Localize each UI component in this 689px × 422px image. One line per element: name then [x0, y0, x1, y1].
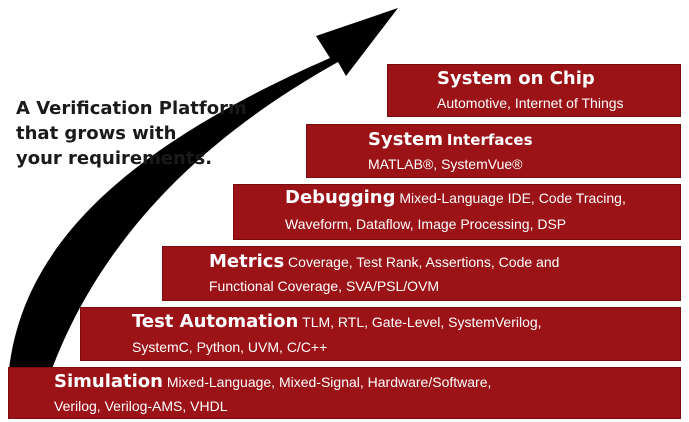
- step-description-line-2: SystemC, Python, UVM, C/C++: [132, 339, 328, 355]
- tagline-line-3: your requirements.: [16, 148, 213, 169]
- step-title-line: Debugging Mixed-Language IDE, Code Traci…: [285, 189, 626, 207]
- step-description: MATLAB®, SystemVue®: [368, 156, 523, 172]
- tagline-line-2: that grows with: [16, 123, 177, 144]
- step-description-line-2: Functional Coverage, SVA/PSL/OVM: [209, 278, 440, 294]
- step-metrics: Metrics Coverage, Test Rank, Assertions,…: [162, 246, 681, 301]
- step-description-line-1: TLM, RTL, Gate-Level, SystemVerilog,: [302, 314, 542, 330]
- tagline: A Verification Platform that grows with …: [16, 96, 266, 171]
- step-description-line-1: Mixed-Language IDE, Code Tracing,: [399, 190, 626, 206]
- step-title-line: Simulation Mixed-Language, Mixed-Signal,…: [54, 373, 491, 391]
- step-title-suffix: Interfaces: [446, 131, 533, 149]
- step-title: System on Chip: [437, 68, 595, 89]
- step-title: Simulation: [54, 371, 163, 392]
- step-test-automation: Test Automation TLM, RTL, Gate-Level, Sy…: [80, 307, 681, 361]
- step-title: Test Automation: [132, 311, 299, 332]
- step-description: Automotive, Internet of Things: [437, 95, 624, 111]
- step-title-line: Test Automation TLM, RTL, Gate-Level, Sy…: [132, 313, 542, 331]
- step-description-line-1: Mixed-Language, Mixed-Signal, Hardware/S…: [166, 374, 492, 390]
- step-title: System: [368, 129, 443, 150]
- step-system-interfaces: System Interfaces MATLAB®, SystemVue®: [306, 124, 681, 178]
- step-simulation: Simulation Mixed-Language, Mixed-Signal,…: [8, 367, 681, 419]
- step-description-line-1: Coverage, Test Rank, Assertions, Code an…: [288, 254, 560, 270]
- step-title-line: Metrics Coverage, Test Rank, Assertions,…: [209, 253, 559, 271]
- step-debugging: Debugging Mixed-Language IDE, Code Traci…: [233, 184, 681, 240]
- step-description-line-2: Waveform, Dataflow, Image Processing, DS…: [285, 216, 567, 232]
- step-title: Metrics: [209, 251, 285, 272]
- step-description-line-2: Verilog, Verilog-AMS, VHDL: [54, 398, 228, 414]
- step-title: Debugging: [285, 187, 396, 208]
- tagline-line-1: A Verification Platform: [16, 98, 247, 119]
- step-system-on-chip: System on Chip Automotive, Internet of T…: [387, 64, 681, 117]
- growth-arrow-shape: [8, 8, 398, 380]
- step-title-line: System Interfaces: [368, 129, 533, 150]
